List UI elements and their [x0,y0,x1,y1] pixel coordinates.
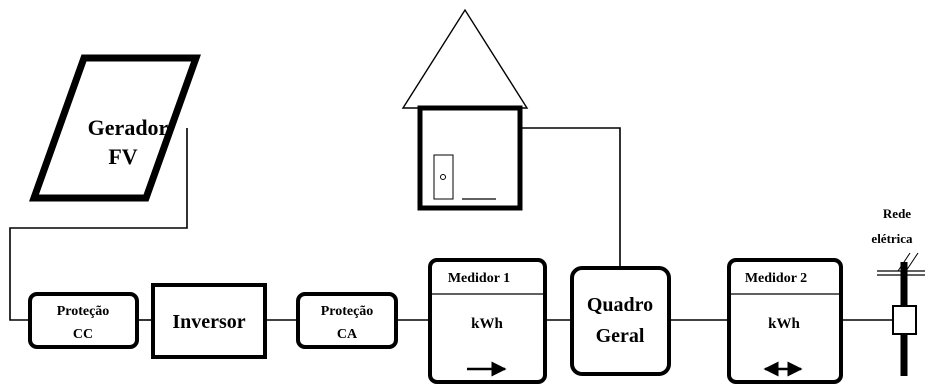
quadro-line1: Quadro [587,294,653,316]
wire-house-quadro [520,127,621,268]
protecao-ca-line1: Proteção [321,304,374,319]
quadro-line2: Geral [596,325,645,347]
medidor1-title: Medidor 1 [448,271,510,286]
medidor2-title: Medidor 2 [745,271,807,286]
medidor2-block: Medidor 2 kWh [727,258,843,384]
house [401,8,529,211]
utility-pole-icon [877,252,925,376]
pv-label-line2: FV [108,144,137,169]
protecao-cc-line1: Proteção [57,304,110,319]
inversor-block: Inversor [151,283,267,359]
rede-eletrica: Rede elétrica [871,206,925,376]
pv-panel-shape [29,54,201,202]
pv-generator: Gerador FV [29,54,201,202]
house-roof [401,8,529,109]
pv-label-line1: Gerador [88,115,169,140]
medidor2-unit: kWh [768,316,800,332]
rede-line2: elétrica [871,231,913,246]
medidor1-unit: kWh [471,316,503,332]
inversor-label: Inversor [172,311,245,333]
protecao-ca-line2: CA [337,327,358,342]
quadro-geral-block: Quadro Geral [570,266,671,376]
protecao-cc-block: Proteção CC [28,292,139,349]
protecao-ca-block: Proteção CA [296,292,398,349]
protecao-cc-line2: CC [73,327,93,342]
rede-line1: Rede [883,206,911,221]
medidor1-block: Medidor 1 kWh [428,258,547,384]
pv-wire [9,128,188,321]
house-door-knob [440,174,446,180]
